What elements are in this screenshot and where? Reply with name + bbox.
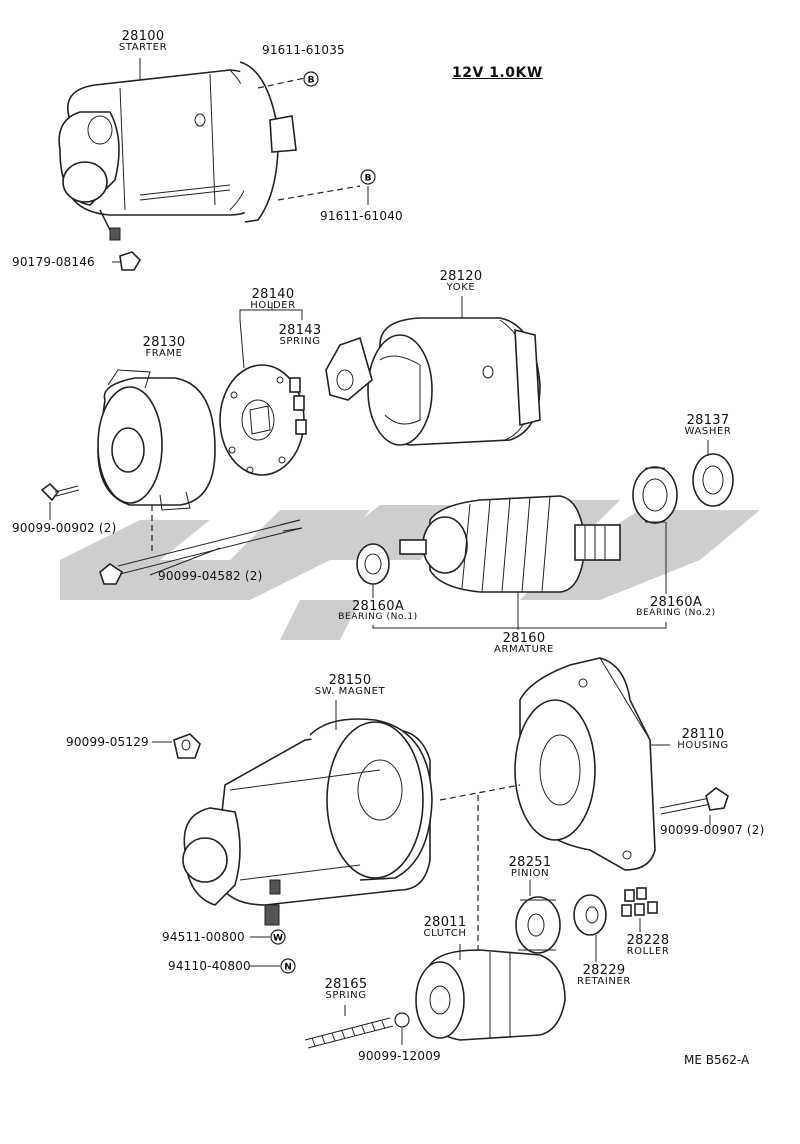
yoke-part <box>325 317 541 446</box>
spec-heading: 12V 1.0KW <box>452 65 543 81</box>
label-28165: 28165 SPRING <box>324 977 368 1001</box>
clutch-part <box>415 949 566 1041</box>
pinion-part <box>515 896 561 954</box>
label-28100: 28100 STARTER <box>118 29 168 53</box>
spring-28165 <box>304 1017 394 1049</box>
label-28150: 28150 SW. MAGNET <box>314 673 386 697</box>
starter-assembly <box>58 61 297 241</box>
sw-magnet-part <box>182 718 433 926</box>
bolt-00902 <box>40 482 80 502</box>
retainer-part <box>573 894 607 936</box>
bearing-no2 <box>632 466 678 524</box>
label-28140: 28140 HOLDER <box>250 287 296 311</box>
symbol-w: W <box>273 934 283 944</box>
bolt-00907 <box>659 787 729 815</box>
symbol-b-upper: B <box>308 76 315 86</box>
label-28011: 28011 CLUTCH <box>423 915 467 939</box>
symbol-n: N <box>284 963 292 973</box>
label-28160a-no1: 28160A BEARING (No.1) <box>338 599 418 622</box>
symbol-b-lower: B <box>365 174 372 184</box>
code-94511-00800: 94511-00800 <box>162 930 245 944</box>
housing-part <box>514 657 656 871</box>
washer-part <box>692 453 734 507</box>
code-90099-00902: 90099-00902 (2) <box>12 521 117 535</box>
label-28251: 28251 PINION <box>508 855 552 879</box>
spring-28143 <box>289 377 307 435</box>
label-28229: 28229 RETAINER <box>577 963 631 987</box>
long-bolt-04582 <box>99 519 303 585</box>
code-90099-00907: 90099-00907 (2) <box>660 823 765 837</box>
roller-part <box>621 887 658 917</box>
label-28143: 28143 SPRING <box>278 323 322 347</box>
code-91611-61040: 91611-61040 <box>320 209 403 223</box>
label-28137: 28137 WASHER <box>684 413 732 437</box>
code-94110-40800: 94110-40800 <box>168 959 251 973</box>
label-28130: 28130 FRAME <box>142 335 186 359</box>
code-90099-12009: 90099-12009 <box>358 1049 441 1063</box>
code-90179-08146: 90179-08146 <box>12 255 95 269</box>
label-28160a-no2: 28160A BEARING (No.2) <box>636 595 716 618</box>
code-91611-61035: 91611-61035 <box>262 43 345 57</box>
armature-part <box>399 495 621 593</box>
label-28110: 28110 HOUSING <box>677 727 729 751</box>
label-28120: 28120 YOKE <box>439 269 483 293</box>
label-28228: 28228 ROLLER <box>626 933 670 957</box>
nut-05129 <box>173 733 201 759</box>
code-90099-05129: 90099-05129 <box>66 735 149 749</box>
code-90099-04582: 90099-04582 (2) <box>158 569 263 583</box>
bearing-no1 <box>356 543 390 585</box>
drawing-reference: ME B562-A <box>684 1053 750 1067</box>
label-28160: 28160 ARMATURE <box>494 631 554 655</box>
frame-part <box>97 369 216 511</box>
